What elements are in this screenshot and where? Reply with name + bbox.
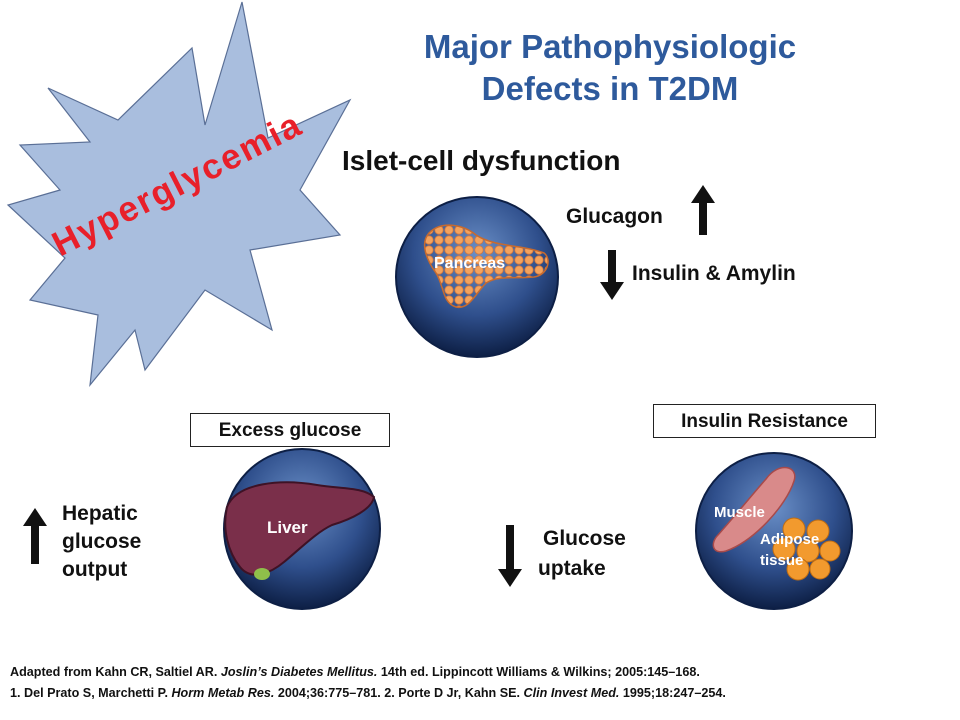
citation-line-1: Adapted from Kahn CR, Saltiel AR. Joslin…: [10, 665, 700, 679]
hepatic-glucose-output: Hepatic glucose output: [62, 500, 141, 584]
glucose-uptake-line-1: Glucose: [543, 527, 626, 550]
pancreas-circle: Pancreas: [395, 196, 559, 358]
excess-glucose-label: Excess glucose: [218, 420, 362, 441]
insulin-resistance-label: Insulin Resistance: [681, 411, 848, 432]
adipose-label-2: tissue: [760, 552, 803, 569]
citation-line-2: 1. Del Prato S, Marchetti P. Horm Metab …: [10, 686, 726, 700]
glucose-uptake: Glucose uptake: [538, 524, 626, 584]
adipose-cells: [772, 517, 841, 581]
insulin-resistance-box: Insulin Resistance: [653, 404, 876, 438]
liver-organ: [224, 481, 376, 576]
insulin-down-arrow: [600, 250, 624, 300]
muscle-label: Muscle: [714, 504, 765, 521]
glucagon-up-arrow: [691, 185, 715, 235]
hepatic-line-2: glucose: [62, 530, 142, 553]
hyperglycemia-starburst: Hyperglycemia: [6, 1, 352, 387]
title-line-2: Defects in T2DM: [481, 70, 739, 107]
pancreas-label: Pancreas: [434, 255, 505, 272]
excess-glucose-box: Excess glucose: [190, 413, 390, 447]
insulin-amylin-label: Insulin & Amylin: [632, 262, 796, 285]
pancreas-organ: [423, 224, 549, 308]
title-line-1: Major Pathophysiologic: [423, 28, 797, 65]
starburst-shape: [6, 1, 352, 387]
hepatic-line-3: output: [62, 558, 128, 581]
liver-label: Liver: [267, 518, 308, 537]
glucagon-label: Glucagon: [566, 205, 663, 228]
citation: Adapted from Kahn CR, Saltiel AR. Joslin…: [10, 662, 726, 704]
hepatic-line-1: Hepatic: [62, 502, 138, 525]
liver-circle: Liver: [223, 448, 381, 610]
slide-title: Major Pathophysiologic Defects in T2DM: [330, 26, 890, 110]
islet-heading: Islet-cell dysfunction: [342, 145, 621, 176]
gallbladder: [254, 568, 270, 580]
adipose-label-1: Adipose: [760, 531, 819, 548]
muscle-adipose-circle: Muscle Adipose tissue: [695, 452, 853, 610]
glucose-uptake-down-arrow: [498, 525, 522, 587]
hepatic-up-arrow: [23, 508, 47, 564]
muscle-organ: [712, 466, 796, 553]
glucose-uptake-line-2: uptake: [538, 557, 606, 580]
